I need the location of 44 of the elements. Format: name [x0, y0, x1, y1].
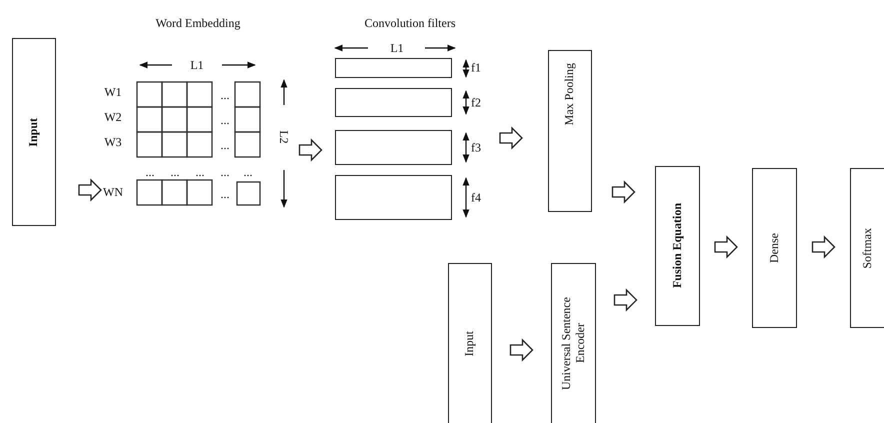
filter-size-label: f1	[471, 60, 481, 76]
box-label: Fusion Equation	[670, 203, 684, 289]
process-box	[548, 50, 592, 212]
box-label: Universal Sentence Encoder	[560, 296, 588, 392]
process-box	[752, 168, 797, 328]
section-heading: Word Embedding	[154, 16, 242, 31]
row-label: ...	[196, 166, 204, 178]
box-label: Input	[463, 330, 477, 356]
row-label: ...	[146, 166, 154, 178]
box-label: Dense	[768, 233, 782, 263]
row-label: W1	[104, 86, 122, 98]
section-heading: Convolution filters	[364, 16, 456, 31]
filter-size-label: f4	[471, 190, 481, 205]
block-arrow	[78, 178, 102, 202]
filter-size-label: f2	[471, 95, 481, 110]
block-arrow	[612, 180, 636, 204]
block-arrow	[714, 235, 738, 259]
dimension-label: L2	[278, 130, 290, 144]
matrix-label: L1	[390, 42, 404, 54]
process-box	[850, 168, 884, 328]
row-label: ...	[220, 139, 230, 151]
process-box	[551, 263, 596, 423]
row-label: ...	[220, 89, 230, 101]
matrix-label: L1	[190, 59, 204, 71]
filter-size-label: f3	[471, 140, 481, 155]
block-arrow	[298, 138, 322, 162]
block-arrow	[614, 288, 638, 312]
row-label: WN	[103, 186, 123, 198]
row-label: ...	[170, 166, 180, 178]
block-arrow	[499, 126, 523, 150]
row-label: ...	[220, 114, 230, 126]
row-label: ...	[244, 166, 252, 178]
box-label: Softmax	[860, 228, 874, 268]
process-box	[655, 166, 700, 326]
row-label: ...	[220, 166, 230, 178]
row-label: W3	[104, 136, 122, 148]
block-arrow	[812, 235, 836, 259]
row-label: ...	[220, 188, 230, 200]
box-label: Max Pooling	[563, 63, 577, 126]
row-label: W2	[104, 111, 122, 123]
process-box	[448, 263, 492, 423]
process-box	[12, 38, 56, 226]
block-arrow	[510, 338, 534, 362]
box-label: Input	[27, 118, 41, 146]
